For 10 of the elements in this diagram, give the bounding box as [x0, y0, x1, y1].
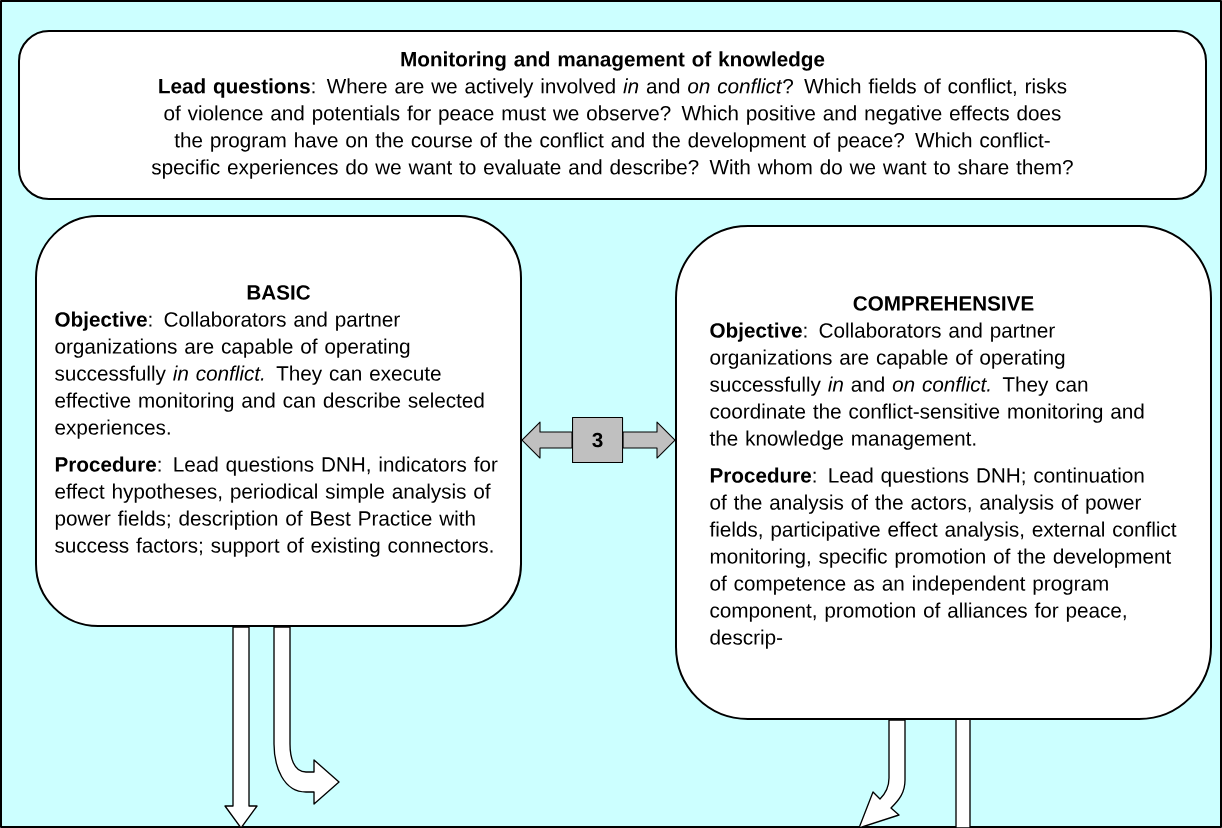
block-arrow: [224, 626, 258, 828]
rounded-box: BASIC Objective: Collaborators and partner organizations are capable of operating successfully in conflict. They can execute effective monitoring and can describe selected experiences. Procedure: Lead questions DNH, indicators for effect hypotheses, periodical simple analysis of power fields; description of Best Practice with success factors; support of existing connectors.: [35, 215, 522, 627]
block-arrow: [858, 719, 906, 828]
block-arrow: [521, 421, 573, 459]
arrow-shaft: [955, 719, 971, 828]
rounded-box: Monitoring and management of knowledge Lead questions: Where are we actively involved in and on conflict? Which fields of conflict, risks of violence and potentials for peace must we observe? Which positive and negative effects does the program have on the course of the conflict and the development of peace? Which conflict-specific experiences do we want to evaluate and describe? With whom do we want to share them?: [18, 30, 1207, 200]
block-arrow: [622, 421, 676, 459]
rounded-box: COMPREHENSIVE Objective: Collaborators and partner organizations are capable of operating successfully in and on conflict. They can coordinate the conflict-sensitive monitoring and the knowledge management. Procedure: Lead questions DNH; continuation of the analysis of the actors, analysis of power fields, participative effect analysis, external conflict monitoring, specific promotion of the development of competence as an independent program component, promotion of alliances for peace, descrip-: [675, 225, 1212, 720]
number-box: 3: [572, 417, 624, 464]
block-arrow: [273, 626, 340, 805]
